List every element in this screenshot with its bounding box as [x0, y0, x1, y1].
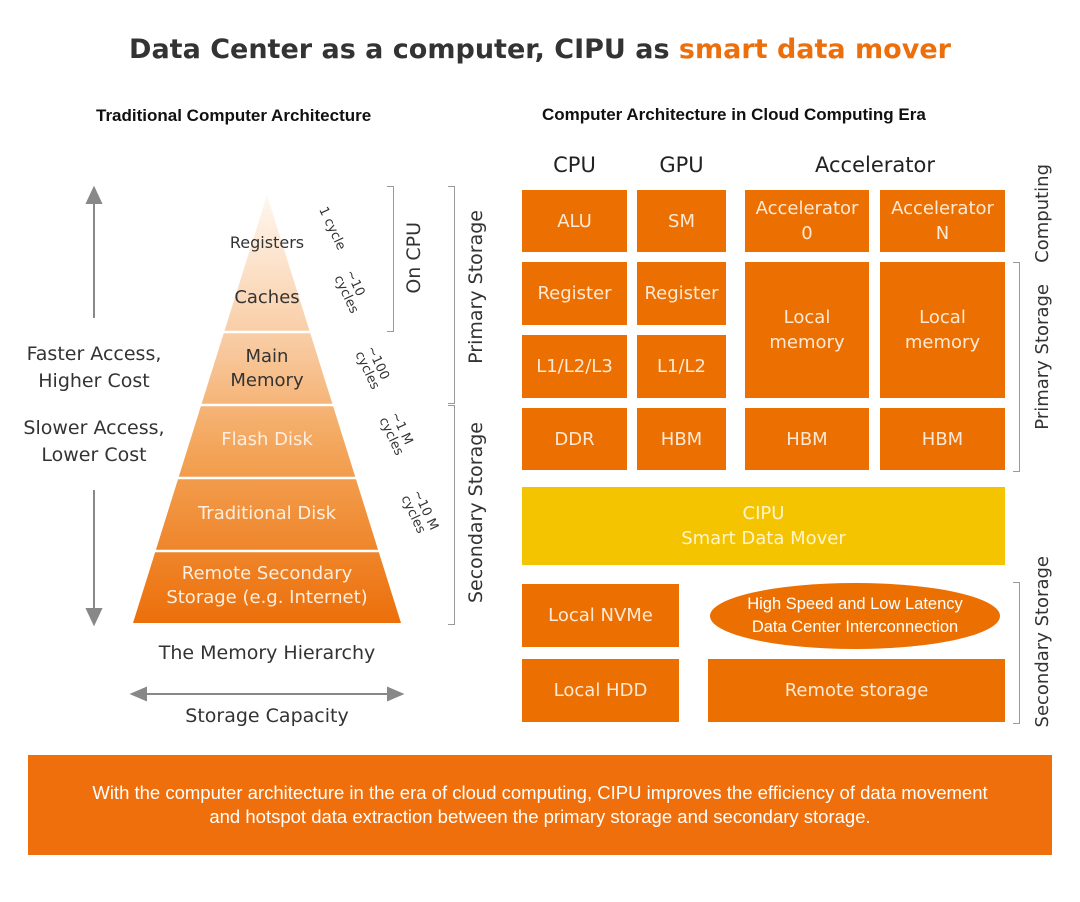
column-cpu: CPU: [553, 153, 596, 177]
right-primary-label: Primary Storage: [1032, 284, 1053, 430]
cell-gpu-register: Register: [637, 262, 726, 325]
cell-accn-hbm: HBM: [880, 408, 1005, 470]
level-remote-secondary: Remote Secondary Storage (e.g. Internet): [166, 563, 368, 608]
right-secondary-bracket: [1013, 582, 1020, 724]
title-prefix: Data Center as a computer, CIPU as: [129, 34, 679, 65]
slower-access-label: Slower Access, Lower Cost: [23, 417, 165, 466]
secondary-storage-bracket: [448, 405, 455, 625]
memory-hierarchy-caption: The Memory Hierarchy: [158, 642, 376, 664]
cell-gpu-hbm: HBM: [637, 408, 726, 470]
cell-sm: SM: [637, 190, 726, 252]
summary-banner: With the computer architecture in the er…: [28, 755, 1052, 855]
cell-accelerator-n: Accelerator N: [880, 190, 1005, 252]
pyramid: [133, 195, 401, 623]
cipu-subtitle: Smart Data Mover: [681, 528, 846, 549]
pyramid-dividers: [153, 330, 381, 553]
level-caches: Caches: [234, 287, 300, 308]
cell-gpu-cache: L1/L2: [637, 335, 726, 398]
level-registers: Registers: [229, 233, 305, 252]
cell-local-hdd: Local HDD: [522, 659, 679, 722]
right-secondary-label: Secondary Storage: [1032, 556, 1053, 728]
cell-local-nvme: Local NVMe: [522, 584, 679, 647]
storage-capacity-label: Storage Capacity: [185, 705, 349, 727]
cipu-block: CIPU Smart Data Mover: [522, 487, 1005, 565]
summary-text: With the computer architecture in the er…: [92, 782, 988, 827]
arrow-left-icon: [129, 686, 147, 702]
right-heading: Computer Architecture in Cloud Computing…: [542, 105, 926, 124]
on-cpu-bracket: [387, 186, 394, 332]
computing-label: Computing: [1032, 164, 1053, 263]
arrow-right-icon: [387, 686, 405, 702]
level-main-memory: Main Memory: [230, 346, 304, 391]
cipu-title: CIPU: [742, 503, 785, 524]
on-cpu-label: On CPU: [403, 222, 425, 294]
column-gpu: GPU: [659, 153, 704, 177]
arrow-down-icon: [85, 608, 103, 627]
cell-accelerator-0: Accelerator 0: [745, 190, 869, 252]
level-flash-disk: Flash Disk: [221, 429, 313, 450]
arrow-up-icon: [85, 185, 103, 204]
primary-storage-label: Primary Storage: [465, 210, 487, 364]
cloud-line-2: Data Center Interconnection: [751, 618, 959, 636]
interconnect-cloud: High Speed and Low Latency Data Center I…: [710, 583, 1000, 649]
cell-remote-storage: Remote storage: [708, 659, 1005, 722]
cell-cpu-register: Register: [522, 262, 627, 325]
primary-storage-bracket: [448, 186, 455, 404]
right-primary-bracket: [1013, 262, 1020, 472]
pyramid-graphic: [85, 185, 405, 702]
left-heading: Traditional Computer Architecture: [96, 106, 372, 125]
cell-acc0-hbm: HBM: [745, 408, 869, 470]
secondary-storage-label: Secondary Storage: [465, 422, 487, 604]
level-traditional-disk: Traditional Disk: [197, 503, 337, 524]
cell-local-memory-0: Local memory: [745, 262, 869, 398]
cell-cpu-cache: L1/L2/L3: [522, 335, 627, 398]
column-accelerator: Accelerator: [815, 153, 935, 177]
cloud-line-1: High Speed and Low Latency: [747, 595, 963, 613]
page-title: Data Center as a computer, CIPU as smart…: [0, 34, 1080, 65]
cell-alu: ALU: [522, 190, 627, 252]
faster-access-label: Faster Access, Higher Cost: [26, 343, 162, 392]
cell-local-memory-n: Local memory: [880, 262, 1005, 398]
cell-ddr: DDR: [522, 408, 627, 470]
title-highlight: smart data mover: [678, 34, 951, 65]
